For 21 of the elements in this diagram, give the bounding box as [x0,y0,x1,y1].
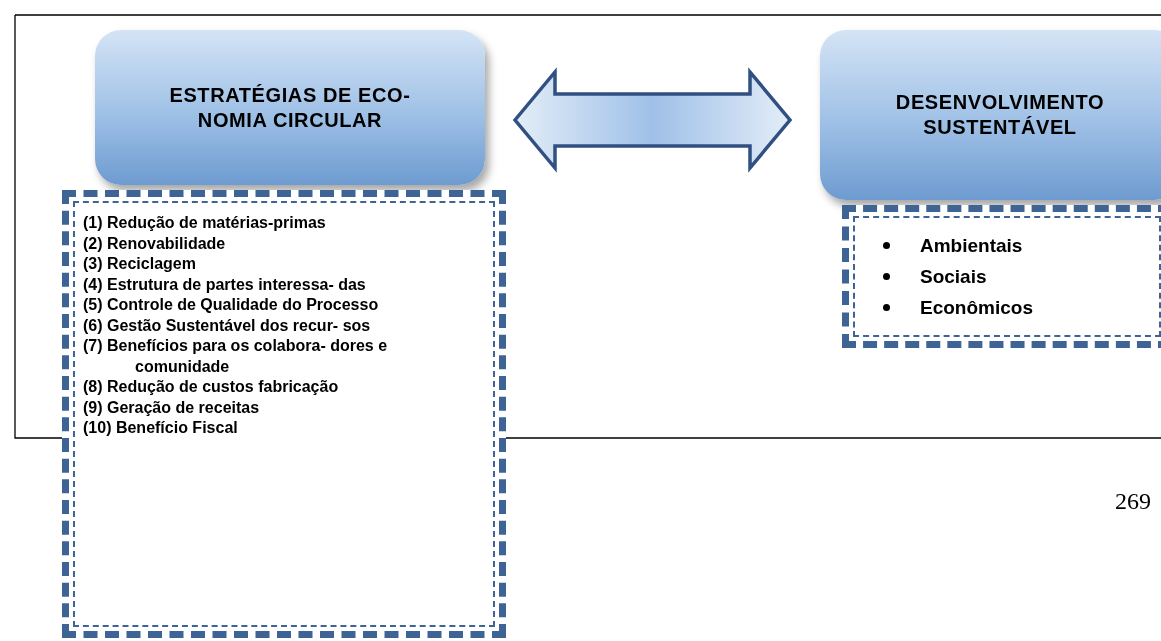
list-item: (9) Geração de receitas [83,397,261,418]
list-item: (7) Benefícios para os colabora- dores e comunidade [83,336,389,377]
bullet-item: Sociais [920,265,987,289]
list-item: (10) Benefício Fiscal [83,418,239,438]
list-item: (3) Reciclagem [83,254,197,274]
double-block-arrow [512,67,793,173]
bullet-item: Ambientais [920,234,1023,258]
list-item: (1) Redução de matérias-primas [83,213,327,233]
box-title: DESENVOLVIMENTO SUSTENTÁVEL [894,90,1106,140]
rounded-box [95,30,485,185]
list-item: (4) Estrutura de partes interessa- das [83,274,367,295]
list-item: (8) Redução de custos fabricação [83,377,340,397]
bullet-list-box [842,205,1161,348]
list-item: (5) Controle de Qualidade do Processo [83,295,380,315]
numbered-list-box [62,190,506,638]
list-item: (6) Gestão Sustentável dos recur- sos [83,315,372,336]
bullet-item: Econômicos [920,296,1033,320]
page-number: 269 [1115,488,1151,514]
box-title: ESTRATÉGIAS DE ECO- NOMIA CIRCULAR [168,82,412,133]
list-item: (2) Renovabilidade [83,233,227,254]
rounded-box [820,30,1161,200]
